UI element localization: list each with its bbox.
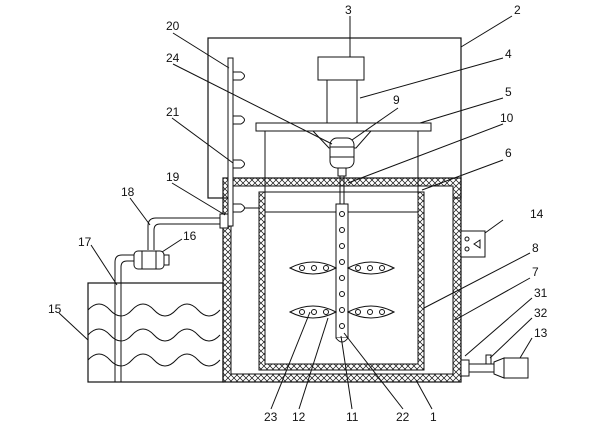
motor-top: [317, 56, 365, 81]
control-panel: [460, 230, 486, 258]
label-6: 6: [505, 146, 512, 160]
label-20: 20: [166, 19, 180, 33]
stirring-motor: [329, 137, 355, 177]
label-10: 10: [500, 111, 514, 125]
label-5: 5: [505, 85, 512, 99]
label-22: 22: [396, 410, 410, 424]
lower-blades: [288, 305, 396, 319]
label-19: 19: [166, 170, 180, 184]
stirring-shaft: [335, 176, 349, 343]
support-beam: [255, 122, 432, 132]
label-21: 21: [166, 105, 180, 119]
leader-lines: [58, 15, 533, 410]
supply-pipe: [114, 213, 229, 382]
label-13: 13: [534, 326, 548, 340]
label-12: 12: [292, 410, 306, 424]
part-labels: 3 2 4 5 9 10 6 14 8 7 31 32 13 20 24 21 …: [48, 3, 548, 424]
label-4: 4: [505, 47, 512, 61]
label-2: 2: [514, 3, 521, 17]
pump: [133, 250, 170, 270]
drain-valve: [460, 354, 529, 379]
upper-blades: [288, 261, 396, 275]
label-17: 17: [78, 235, 92, 249]
label-8: 8: [532, 241, 539, 255]
label-7: 7: [532, 265, 539, 279]
label-14: 14: [530, 207, 544, 221]
label-31: 31: [534, 286, 548, 300]
spray-bar: [227, 57, 245, 227]
label-18: 18: [121, 185, 135, 199]
label-15: 15: [48, 302, 62, 316]
label-24: 24: [166, 51, 180, 65]
label-9: 9: [393, 93, 400, 107]
label-16: 16: [183, 229, 197, 243]
label-32: 32: [534, 306, 548, 320]
motor-rod: [326, 79, 358, 124]
water-tank: [87, 282, 224, 383]
label-3: 3: [345, 3, 352, 17]
label-1: 1: [430, 410, 437, 424]
label-23: 23: [264, 410, 278, 424]
label-11: 11: [346, 410, 359, 424]
